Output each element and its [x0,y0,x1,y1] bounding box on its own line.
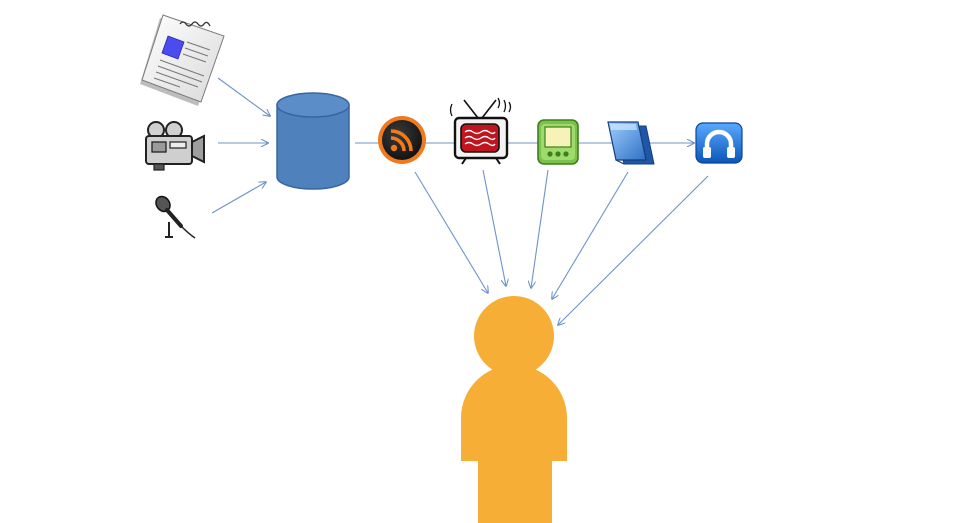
arrow-tv-to-person [482,169,506,286]
person-body [461,365,567,523]
rss-feed-icon [378,116,426,164]
database-cylinder [276,92,350,190]
person-head [474,296,554,376]
microphone-icon [155,195,196,239]
person-icon [461,296,567,523]
newspaper-icon [140,14,225,106]
arrow-headphones-to-person [558,175,709,325]
arrow-pda-to-person [531,169,549,288]
ebook-icon [607,121,655,165]
arrow-ebook-to-person [552,171,629,299]
video-camera-icon [145,121,205,171]
arrow-microphone-to-hub [211,182,266,214]
arrow-newspaper-to-hub [217,77,270,116]
pda-device-icon [537,119,579,165]
arrow-rss-to-person [414,171,488,293]
headphones-icon [695,122,743,164]
television-icon [449,97,512,165]
